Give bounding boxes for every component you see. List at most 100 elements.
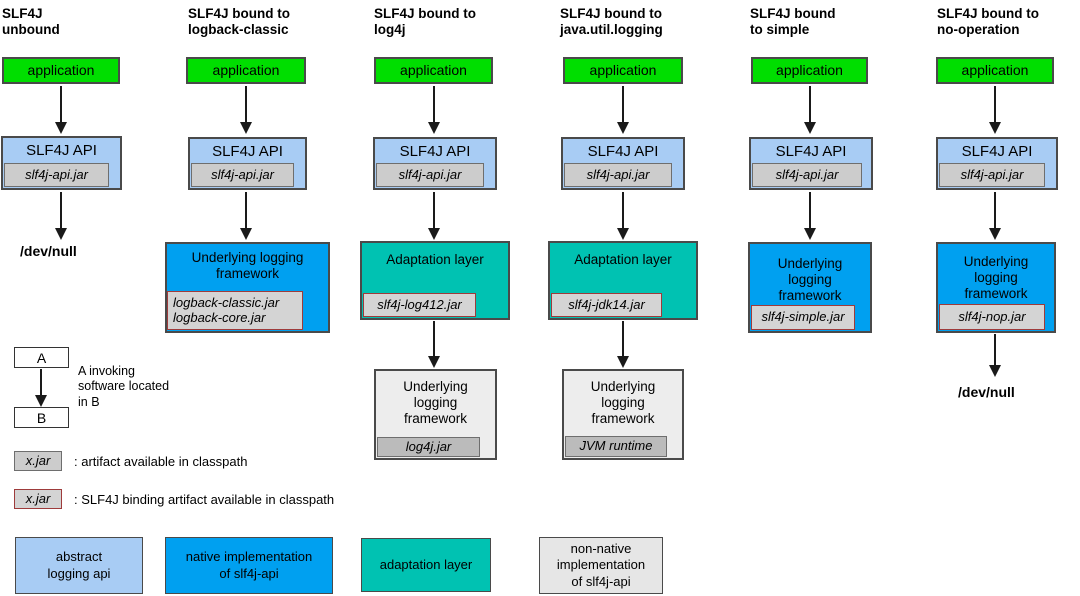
slf4j-api-label: SLF4J API bbox=[212, 143, 283, 160]
framework-label: Underlying logging framework bbox=[963, 254, 1029, 301]
slf4j-api-label: SLF4J API bbox=[775, 143, 847, 160]
application-label: application bbox=[400, 62, 467, 79]
slf4j-api-label: SLF4J API bbox=[961, 143, 1033, 160]
arrow-down-icon bbox=[35, 369, 47, 407]
adaptation-layer-box: Adaptation layer slf4j-log412.jar bbox=[360, 241, 510, 320]
legend-box-b: B bbox=[14, 407, 69, 428]
legend-box-a: A bbox=[14, 347, 69, 368]
framework-label: Underlying logging framework bbox=[403, 379, 468, 426]
key-abstract-logging-api: abstract logging api bbox=[15, 537, 143, 594]
binding-jar-badge: slf4j-log412.jar bbox=[363, 293, 476, 317]
legend-b-label: B bbox=[36, 409, 47, 426]
slf4j-api-box: SLF4J API slf4j-api.jar bbox=[1, 136, 122, 190]
key-adaptation-layer: adaptation layer bbox=[361, 538, 491, 592]
api-jar-label: slf4j-api.jar bbox=[398, 166, 462, 182]
application-label: application bbox=[27, 62, 95, 79]
column-header-unbound: SLF4J unbound bbox=[2, 6, 60, 38]
arrow-down-icon bbox=[617, 321, 629, 368]
underlying-framework-box: Underlying logging framework slf4j-simpl… bbox=[748, 242, 872, 333]
legend-binding-text: : SLF4J binding artifact available in cl… bbox=[74, 492, 335, 507]
legend-binding-jar-label: x.jar bbox=[25, 490, 51, 506]
adaptation-label: Adaptation layer bbox=[386, 252, 484, 267]
api-jar-label: slf4j-api.jar bbox=[211, 166, 274, 182]
binding-jar-badge: logback-classic.jar logback-core.jar bbox=[167, 291, 303, 330]
arrow-down-icon bbox=[989, 192, 1001, 240]
underlying-framework-box: Underlying logging framework JVM runtime bbox=[562, 369, 684, 460]
framework-label: Underlying logging framework bbox=[590, 379, 656, 426]
application-label: application bbox=[961, 62, 1029, 79]
key-label: non-native implementation of slf4j-api bbox=[556, 541, 646, 589]
arrow-down-icon bbox=[240, 86, 252, 134]
slf4j-api-box: SLF4J API slf4j-api.jar bbox=[561, 137, 685, 190]
api-jar-badge: slf4j-api.jar bbox=[4, 163, 109, 187]
arrow-down-icon bbox=[989, 334, 1001, 377]
api-jar-label: slf4j-api.jar bbox=[586, 166, 650, 182]
slf4j-api-box: SLF4J API slf4j-api.jar bbox=[936, 137, 1058, 190]
binding-jar-label: slf4j-jdk14.jar bbox=[568, 296, 645, 312]
underlying-framework-box: Underlying logging framework log4j.jar bbox=[374, 369, 497, 460]
application-box: application bbox=[186, 57, 306, 84]
key-label: native implementation of slf4j-api bbox=[185, 549, 313, 581]
application-label: application bbox=[212, 62, 280, 79]
arrow-down-icon bbox=[617, 86, 629, 134]
application-box: application bbox=[751, 57, 868, 84]
arrow-down-icon bbox=[989, 86, 1001, 134]
underlying-framework-box: Underlying logging framework logback-cla… bbox=[165, 242, 330, 333]
application-box: application bbox=[563, 57, 683, 84]
slf4j-api-box: SLF4J API slf4j-api.jar bbox=[749, 137, 873, 190]
legend-binding-jar-badge: x.jar bbox=[14, 489, 62, 509]
application-box: application bbox=[2, 57, 120, 84]
framework-jar-badge: JVM runtime bbox=[565, 436, 667, 457]
binding-jar-badge: slf4j-nop.jar bbox=[939, 304, 1045, 330]
key-native-implementation: native implementation of slf4j-api bbox=[165, 537, 333, 594]
arrow-down-icon bbox=[617, 192, 629, 240]
api-jar-badge: slf4j-api.jar bbox=[939, 163, 1045, 187]
application-box: application bbox=[374, 57, 493, 84]
slf4j-api-box: SLF4J API slf4j-api.jar bbox=[373, 137, 497, 190]
binding-jar-label: slf4j-nop.jar bbox=[958, 308, 1026, 324]
framework-jar-label: JVM runtime bbox=[579, 438, 653, 454]
framework-jar-badge: log4j.jar bbox=[377, 437, 480, 457]
arrow-down-icon bbox=[55, 86, 67, 134]
api-jar-label: slf4j-api.jar bbox=[775, 166, 839, 182]
dev-null-label: /dev/null bbox=[958, 384, 1015, 400]
binding-jar-badge: slf4j-simple.jar bbox=[751, 305, 855, 330]
api-jar-badge: slf4j-api.jar bbox=[191, 163, 294, 187]
key-label: adaptation layer bbox=[379, 556, 473, 572]
api-jar-badge: slf4j-api.jar bbox=[376, 163, 484, 187]
legend-artifact-jar-badge: x.jar bbox=[14, 451, 62, 471]
key-label: abstract logging api bbox=[47, 549, 111, 581]
api-jar-label: slf4j-api.jar bbox=[960, 166, 1024, 182]
binding-jar-label: logback-classic.jar logback-core.jar bbox=[173, 294, 280, 325]
underlying-framework-box: Underlying logging framework slf4j-nop.j… bbox=[936, 242, 1056, 333]
framework-label: Underlying logging framework bbox=[777, 256, 843, 303]
column-header-nop: SLF4J bound to no-operation bbox=[937, 6, 1039, 38]
dev-null-label: /dev/null bbox=[20, 243, 77, 259]
column-header-simple: SLF4J bound to simple bbox=[750, 6, 836, 38]
slf4j-api-label: SLF4J API bbox=[26, 142, 97, 159]
column-header-log4j: SLF4J bound to log4j bbox=[374, 6, 476, 38]
key-non-native-implementation: non-native implementation of slf4j-api bbox=[539, 537, 663, 594]
arrow-down-icon bbox=[240, 192, 252, 240]
adaptation-layer-box: Adaptation layer slf4j-jdk14.jar bbox=[548, 241, 698, 320]
legend-artifact-text: : artifact available in classpath bbox=[74, 454, 248, 469]
arrow-down-icon bbox=[428, 321, 440, 368]
api-jar-badge: slf4j-api.jar bbox=[752, 163, 862, 187]
column-header-jul: SLF4J bound to java.util.logging bbox=[560, 6, 663, 38]
application-box: application bbox=[936, 57, 1054, 84]
arrow-down-icon bbox=[804, 86, 816, 134]
column-header-logback: SLF4J bound to logback-classic bbox=[188, 6, 290, 38]
application-label: application bbox=[589, 62, 657, 79]
slf4j-api-label: SLF4J API bbox=[399, 143, 471, 160]
application-label: application bbox=[776, 62, 843, 79]
slf4j-api-box: SLF4J API slf4j-api.jar bbox=[188, 137, 307, 190]
framework-jar-label: log4j.jar bbox=[405, 438, 452, 454]
adaptation-label: Adaptation layer bbox=[574, 252, 672, 267]
arrow-down-icon bbox=[804, 192, 816, 240]
arrow-down-icon bbox=[428, 86, 440, 134]
binding-jar-badge: slf4j-jdk14.jar bbox=[551, 293, 662, 317]
legend-artifact-jar-label: x.jar bbox=[25, 452, 51, 468]
arrow-down-icon bbox=[55, 192, 67, 240]
api-jar-label: slf4j-api.jar bbox=[25, 166, 88, 182]
